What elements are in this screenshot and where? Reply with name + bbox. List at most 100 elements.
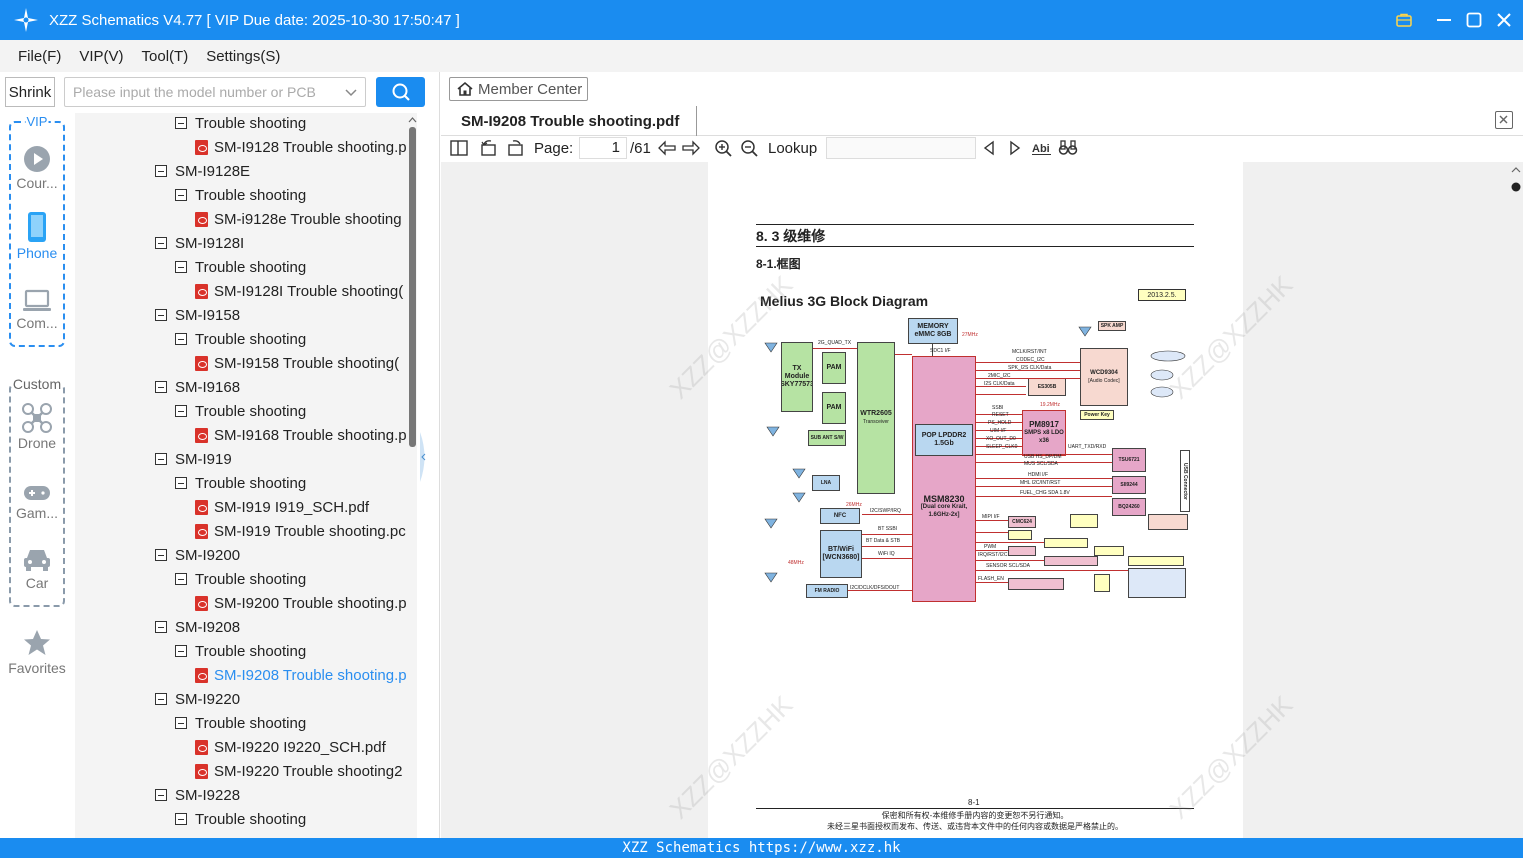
tree-scrollbar[interactable] [408,113,417,838]
tree-model-item[interactable]: SM-I9220 [155,687,240,711]
menu-vip[interactable]: VIP(V) [79,47,124,65]
tree-model-item[interactable]: SM-I9128E [155,159,250,183]
tree-model-item[interactable]: SM-I9200 [155,543,240,567]
tree-folder-item[interactable]: Trouble shooting [175,399,306,423]
back-arrow-icon[interactable] [657,136,677,160]
collapse-box-icon[interactable] [175,261,187,273]
tree-file-item[interactable]: SM-I9220 I9220_SCH.pdf [195,735,386,759]
pdf-viewer[interactable]: 8. 3 级维修 8-1.框图 Melius 3G Block Diagram … [441,162,1523,838]
scroll-thumb[interactable] [1511,180,1521,194]
tree-item-label: SM-I919 [175,450,232,468]
tree-file-item[interactable]: SM-I919 I919_SCH.pdf [195,495,369,519]
scroll-up-icon[interactable] [408,115,417,125]
collapse-box-icon[interactable] [155,453,167,465]
collapse-box-icon[interactable] [175,717,187,729]
collapse-box-icon[interactable] [175,813,187,825]
collapse-box-icon[interactable] [175,405,187,417]
nav-phone[interactable]: Phone [0,209,74,261]
tree-folder-item[interactable]: Trouble shooting [175,255,306,279]
zoom-out-icon[interactable] [739,136,759,160]
tree-folder-item[interactable]: Trouble shooting [175,183,306,207]
tree-folder-item[interactable]: Trouble shooting [175,327,306,351]
tree-folder-item[interactable]: Trouble shooting [175,807,306,831]
tree-file-item[interactable]: SM-I9128 Trouble shooting.p [195,135,407,159]
tree-file-item[interactable]: SM-i9128e Trouble shooting [195,207,402,231]
panel-collapse-handle[interactable] [419,432,429,482]
nav-courses[interactable]: Cour... [0,139,74,191]
signal-mclk: MCLK/RST/INT [1012,349,1047,355]
tree-model-item[interactable]: SM-I919 [155,447,232,471]
tree-model-item[interactable]: SM-I9208 [155,615,240,639]
antenna-icon [766,426,780,437]
signal-48mhz: 48MHz [788,560,804,566]
menu-file[interactable]: File(F) [18,47,62,65]
member-center-button[interactable]: Member Center [449,77,588,101]
nav-games[interactable]: Gam... [0,469,74,521]
tree-item-label: SM-I919 I919_SCH.pdf [214,498,370,516]
tree-folder-item[interactable]: Trouble shooting [175,639,306,663]
tree-model-item[interactable]: SM-I9128I [155,231,244,255]
rotate-right-icon[interactable] [505,136,525,160]
nav-drone[interactable]: Drone [0,399,74,451]
tree-file-item[interactable]: SM-I9200 Trouble shooting.p [195,591,407,615]
vip-bag-icon[interactable] [1395,11,1413,29]
maximize-button[interactable] [1465,11,1483,29]
nav-computer[interactable]: Com... [0,279,74,331]
collapse-box-icon[interactable] [155,309,167,321]
tree-file-item[interactable]: SM-I9128I Trouble shooting( [195,279,403,303]
tree-model-item[interactable]: SM-I9228 [155,783,240,807]
previous-match-icon[interactable] [981,136,997,160]
collapse-box-icon[interactable] [175,333,187,345]
collapse-box-icon[interactable] [155,621,167,633]
collapse-box-icon[interactable] [155,549,167,561]
flash-led-block [1094,574,1110,592]
tree-folder-item[interactable]: Trouble shooting [175,567,306,591]
chevron-down-icon[interactable] [345,85,357,101]
page-number-input[interactable]: 1 [579,137,627,159]
document-tab[interactable]: SM-I9208 Trouble shooting.pdf [449,106,697,136]
close-button[interactable] [1495,11,1513,29]
nav-car[interactable]: Car [0,539,74,591]
collapse-box-icon[interactable] [155,165,167,177]
viewer-scrollbar[interactable] [1511,162,1521,838]
collapse-box-icon[interactable] [175,117,187,129]
tree-model-item[interactable]: SM-I9168 [155,375,240,399]
model-search-input[interactable]: Please input the model number or PCB [64,77,366,107]
close-tab-icon[interactable] [1495,111,1513,129]
nav-car-label: Car [25,575,49,591]
collapse-box-icon[interactable] [175,645,187,657]
tree-file-item[interactable]: SM-I9158 Trouble shooting( [195,351,399,375]
zoom-in-icon[interactable] [713,136,733,160]
tree-model-item[interactable]: SM-I9158 [155,303,240,327]
scroll-up-icon[interactable] [1511,165,1521,175]
collapse-box-icon[interactable] [175,189,187,201]
collapse-box-icon[interactable] [155,693,167,705]
menu-settings[interactable]: Settings(S) [206,47,281,65]
shrink-button[interactable]: Shrink [5,77,55,107]
tree-file-item[interactable]: SM-I9220 Trouble shooting2 [195,759,402,783]
tree-file-item[interactable]: SM-I9168 Trouble shooting.p [195,423,407,447]
forward-arrow-icon[interactable] [681,136,701,160]
rotate-left-icon[interactable] [479,136,499,160]
nav-favorites[interactable]: Favorites [0,624,74,676]
collapse-box-icon[interactable] [175,477,187,489]
tree-file-item[interactable]: SM-I919 Trouble shooting.pc [195,519,406,543]
tree-folder-item[interactable]: Trouble shooting [175,711,306,735]
sidebar-toggle-icon[interactable] [449,136,469,160]
lookup-input[interactable] [826,137,976,159]
next-match-icon[interactable] [1007,136,1023,160]
tree-folder-item[interactable]: Trouble shooting [175,113,306,135]
tree-file-item[interactable]: SM-I9208 Trouble shooting.p [195,663,407,687]
collapse-box-icon[interactable] [155,237,167,249]
collapse-box-icon[interactable] [175,573,187,585]
collapse-box-icon[interactable] [155,381,167,393]
match-case-icon[interactable]: Abi [1031,136,1053,160]
tree-scroll-thumb[interactable] [409,127,416,447]
menu-tool[interactable]: Tool(T) [141,47,189,65]
minimize-button[interactable] [1435,11,1453,29]
tree-folder-item[interactable]: Trouble shooting [175,471,306,495]
search-button[interactable] [376,77,425,107]
signal-reset: RESET [992,412,1009,418]
find-all-icon[interactable] [1058,136,1078,160]
collapse-box-icon[interactable] [155,789,167,801]
